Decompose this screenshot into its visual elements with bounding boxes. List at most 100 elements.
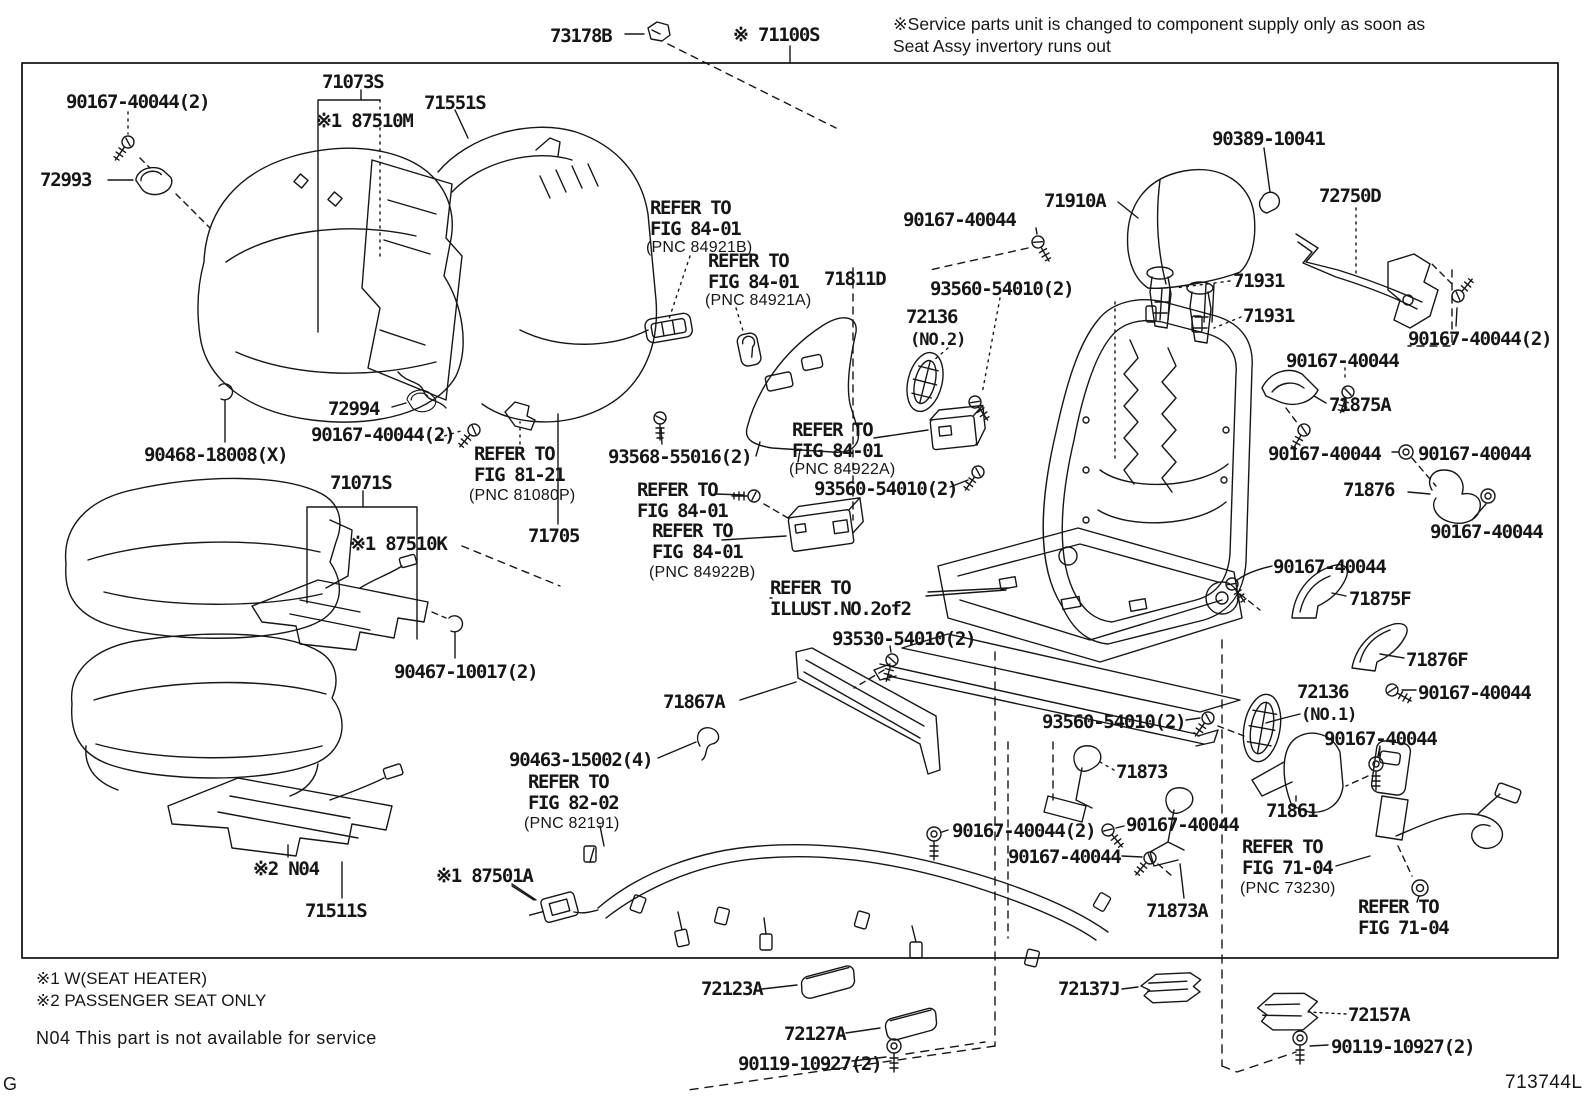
part-callout-72994: 72994 [328, 398, 380, 420]
part-callout-refer-to-fig-81-21: REFER TO FIG 81-21 [474, 443, 566, 487]
part-callout-pnc-84922a: (PNC 84922A) [789, 461, 896, 478]
part-callout-71073s: 71073S [322, 71, 385, 93]
seat-frame-assembly-drawing [873, 299, 1253, 747]
part-callout-93530-54010-2: 93530-54010(2) [832, 628, 977, 650]
part-callout-71931: 71931 [1243, 305, 1295, 327]
part-callout-90167-40044: 90167-40044 [1430, 521, 1544, 543]
part-callout-93560-54010-2: 93560-54010(2) [1042, 711, 1187, 733]
upper-left-fasteners [107, 111, 667, 452]
part-callout-71071s: 71071S [330, 472, 393, 494]
part-callout-90119-10927-2: 90119-10927(2) [738, 1053, 883, 1075]
service-note-line2: Seat Assy invertory runs out [893, 35, 1111, 56]
seatback-side-shield-drawing [745, 267, 860, 521]
frame-side-parts-drawing [1185, 564, 1417, 813]
part-callout-refer-to-fig-71-04: REFER TO FIG 71-04 [1242, 836, 1334, 880]
part-callout-90167-40044: 90167-40044 [1418, 443, 1532, 465]
zone-dashed-lines [687, 639, 1297, 1091]
part-callout-72157a: 72157A [1348, 1004, 1411, 1026]
part-callout-71876f: 71876F [1406, 649, 1469, 671]
seat-back-pad-drawing [197, 147, 464, 423]
header-leaders [624, 21, 837, 129]
corner-letter: G [3, 1074, 18, 1094]
part-callout-90468-18008-x: 90468-18008(X) [144, 444, 289, 466]
seat-back-cover-drawing [437, 109, 658, 423]
legend-passenger-seat: ※2 PASSENGER SEAT ONLY [36, 991, 267, 1010]
part-callout-pnc-82191: (PNC 82191) [524, 815, 620, 832]
wiring-harness-drawing [511, 727, 1112, 968]
part-callout-71875a: 71875A [1329, 394, 1392, 416]
part-callout-1-87501a: ※1 87501A [436, 865, 534, 887]
part-callout-72123a: 72123A [701, 978, 764, 1000]
part-callout-90167-40044: 90167-40044 [1126, 814, 1240, 836]
part-callout-refer-to-fig-84-01: REFER TO FIG 84-01 [637, 479, 729, 523]
part-callout-93568-55016-2: 93568-55016(2) [608, 446, 753, 468]
part-callout-90467-10017-2: 90467-10017(2) [394, 661, 539, 683]
legend-seat-heater: ※1 W(SEAT HEATER) [36, 969, 208, 988]
misc-leaders [511, 589, 1381, 901]
part-callout-72993: 72993 [40, 169, 92, 191]
part-callout-pnc-84922b: (PNC 84922B) [649, 564, 756, 581]
part-callout-90167-40044: 90167-40044 [903, 209, 1017, 231]
part-callout-73178b: 73178B [550, 25, 613, 47]
part-callout-71931: 71931 [1233, 270, 1285, 292]
part-callout-90389-10041: 90389-10041 [1212, 128, 1326, 150]
part-callout-90167-40044-2: 90167-40044(2) [952, 820, 1097, 842]
part-callout-71551s: 71551S [424, 92, 487, 114]
part-callout-refer-to-fig-84-01: REFER TO FIG 84-01 [792, 419, 884, 463]
part-callout-refer-to-fig-84-01: REFER TO FIG 84-01 [650, 197, 742, 241]
part-callout-90167-40044: 90167-40044 [1273, 556, 1387, 578]
part-callout-72750d: 72750D [1319, 185, 1382, 207]
part-callout-90167-40044-2: 90167-40044(2) [311, 424, 456, 446]
heater-mat-upper-drawing [251, 545, 561, 659]
cushion-shield-drawing [739, 645, 941, 775]
part-callout-71861: 71861 [1266, 800, 1318, 822]
part-callout-71705: 71705 [528, 525, 580, 547]
part-callout-pnc-84921b: (PNC 84921B) [646, 239, 753, 256]
part-callout-refer-to-fig-84-01: REFER TO FIG 84-01 [652, 520, 744, 564]
part-callout-72136: 72136 [906, 306, 958, 328]
part-callout-71910a: 71910A [1044, 190, 1107, 212]
switch-bezels-drawing [644, 255, 762, 367]
part-callout-71511s: 71511S [305, 900, 368, 922]
seat-back-frame-sheet-drawing [361, 159, 463, 409]
part-callout-refer-to-illust-no-2of2: REFER TO ILLUST.NO.2of2 [770, 577, 912, 621]
headrest-drawing [1117, 147, 1281, 344]
part-callout-no-1: (NO.1) [1301, 705, 1357, 725]
part-callout-pnc-84921a: (PNC 84921A) [705, 292, 812, 309]
part-callout-71873a: 71873A [1146, 900, 1209, 922]
seat-cushion-lower-drawing [70, 633, 343, 797]
part-callout-1-87510k: ※1 87510K [350, 533, 448, 555]
part-callout-72137j: 72137J [1058, 978, 1121, 1000]
part-callout-refer-to-fig-71-04: REFER TO FIG 71-04 [1358, 896, 1450, 940]
part-callout-71873: 71873 [1116, 761, 1168, 783]
legend-n04-note: N04 This part is not available for servi… [36, 1028, 377, 1048]
part-callout-72127a: 72127A [784, 1023, 847, 1045]
part-callout-90167-40044: 90167-40044 [1286, 350, 1400, 372]
part-callout-90167-40044-2: 90167-40044(2) [1408, 328, 1553, 350]
part-callout-90167-40044: 90167-40044 [1418, 682, 1532, 704]
label-brackets [287, 89, 559, 899]
part-callout-pnc-73230: (PNC 73230) [1240, 880, 1336, 897]
part-callout-refer-to-fig-82-02: REFER TO FIG 82-02 [528, 771, 620, 815]
grommet-no2-drawing [906, 227, 1116, 463]
part-callout-no-2: (NO.2) [910, 330, 966, 350]
part-callout-refer-to-fig-84-01: REFER TO FIG 84-01 [708, 250, 800, 294]
part-callout-90167-40044-2: 90167-40044(2) [66, 91, 211, 113]
part-callout-1-87510m: ※1 87510M [316, 110, 414, 132]
part-callout-71867a: 71867A [663, 691, 726, 713]
part-callout-90463-15002-4: 90463-15002(4) [509, 749, 654, 771]
part-callout-71876: 71876 [1343, 479, 1395, 501]
right-brackets-drawing [1261, 367, 1496, 524]
hooks-buckle-drawing [926, 740, 1522, 939]
part-callout-71811d: 71811D [824, 268, 887, 290]
part-callout-71875f: 71875F [1349, 588, 1412, 610]
bottom-parts-drawing [761, 965, 1347, 1073]
part-callout-90167-40044: 90167-40044 [1008, 846, 1122, 868]
service-note-line1: ※Service parts unit is changed to compon… [893, 14, 1426, 34]
seat-cushion-drawing [64, 477, 353, 639]
recliner-rod-drawing [1295, 207, 1478, 347]
part-callout-90119-10927-2: 90119-10927(2) [1331, 1036, 1476, 1058]
